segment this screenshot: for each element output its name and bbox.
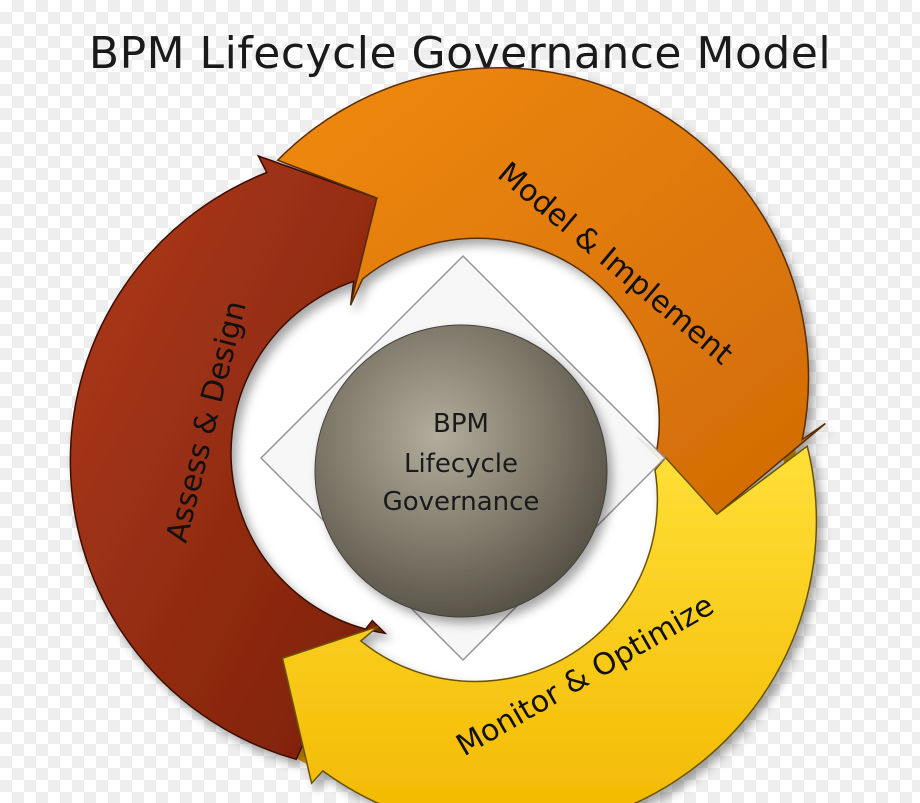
hub-label-line1: BPM bbox=[433, 409, 489, 439]
arrow-model-implement bbox=[276, 67, 826, 516]
arrow-segments bbox=[69, 67, 826, 803]
arrow-monitor-optimize bbox=[281, 444, 818, 803]
hub-label-line3: Governance bbox=[383, 487, 540, 517]
arrow-assess-design bbox=[69, 154, 388, 761]
hub-label-line2: Lifecycle bbox=[404, 449, 518, 479]
center-hub-circle bbox=[314, 324, 608, 618]
